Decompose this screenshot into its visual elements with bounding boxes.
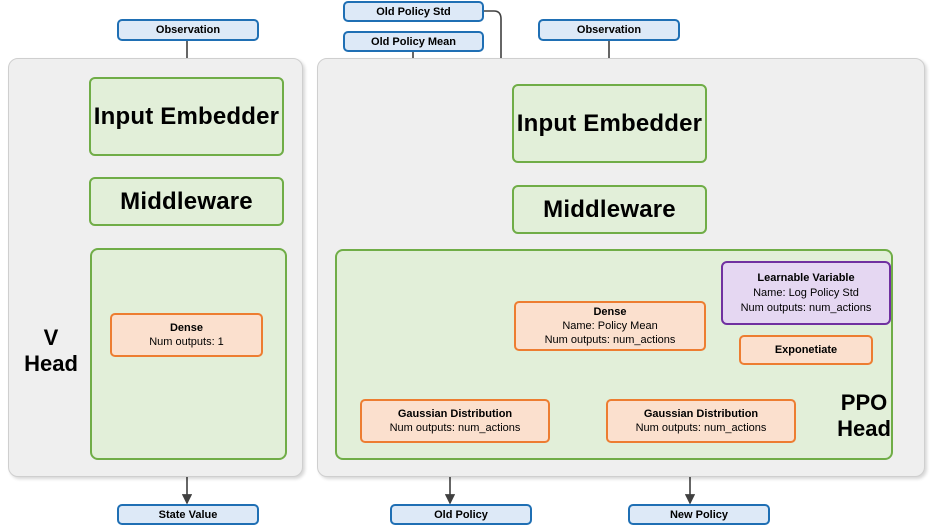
learnable-variable-title: Learnable Variable [757,271,855,284]
v-head-label-line1: V [43,325,59,350]
v-head-dense-title: Dense [169,322,204,334]
v-head-label-line2: Head [24,351,78,376]
input-old-policy-std[interactable]: Old Policy Std [343,1,484,22]
output-state-value[interactable]: State Value [117,504,259,525]
v-head-label: V Head [14,325,88,377]
ppo-head-learnable-variable[interactable]: Learnable Variable Name: Log Policy Std … [721,261,891,325]
ppo-dense-name: Name: Policy Mean [562,320,658,332]
input-observation-left[interactable]: Observation [117,19,259,41]
learnable-variable-name: Name: Log Policy Std [753,286,859,299]
ppo-dense-num-outputs: Num outputs: num_actions [544,334,676,346]
v-head-dense-num-outputs: Num outputs: 1 [149,336,224,348]
input-old-policy-mean[interactable]: Old Policy Mean [343,31,484,52]
ppo-head-gaussian-distribution-new[interactable]: Gaussian Distribution Num outputs: num_a… [606,399,796,443]
ppo-head-label: PPO Head [824,390,904,442]
learnable-variable-num-outputs: Num outputs: num_actions [740,301,872,314]
exponetiate-title: Exponetiate [774,344,838,356]
ppo-head-label-line2: Head [837,416,891,441]
output-old-policy[interactable]: Old Policy [390,504,532,525]
ppo-head-input-embedder[interactable]: Input Embedder [512,84,707,163]
ppo-head-middleware[interactable]: Middleware [512,185,707,234]
ppo-head-dense-policy-mean[interactable]: Dense Name: Policy Mean Num outputs: num… [514,301,706,351]
output-new-policy[interactable]: New Policy [628,504,770,525]
ppo-head-label-line1: PPO [840,390,888,415]
v-head-dense[interactable]: Dense Num outputs: 1 [110,313,263,357]
input-observation-right[interactable]: Observation [538,19,680,41]
ppo-head-exponetiate[interactable]: Exponetiate [739,335,873,365]
v-head-input-embedder[interactable]: Input Embedder [89,77,284,156]
gaussian-old-num-outputs: Num outputs: num_actions [389,422,521,434]
gaussian-old-title: Gaussian Distribution [397,408,513,420]
ppo-dense-title: Dense [593,306,627,318]
gaussian-new-num-outputs: Num outputs: num_actions [635,422,767,434]
ppo-head-gaussian-distribution-old[interactable]: Gaussian Distribution Num outputs: num_a… [360,399,550,443]
gaussian-new-title: Gaussian Distribution [643,408,759,420]
v-head-middleware[interactable]: Middleware [89,177,284,226]
